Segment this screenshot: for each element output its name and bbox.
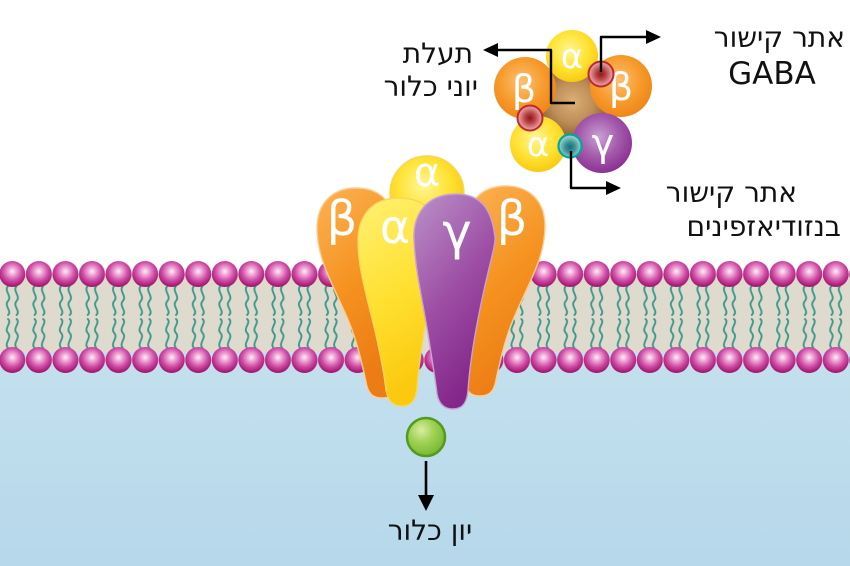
receptor-side-view: α β β α γ xyxy=(316,150,546,410)
benzo-site-arrow xyxy=(569,151,607,190)
gaba-binding-site-2 xyxy=(516,104,544,132)
annotation-labels: אתר קישור GABA תעלת יוני כלור אתר קישור … xyxy=(384,21,845,243)
gaba-site-arrowhead-icon xyxy=(646,30,661,44)
subunit-gamma-letter: γ xyxy=(442,203,472,261)
chloride-channel-label-line1: תעלת xyxy=(403,37,473,70)
benzo-site-label-line1: אתר קישור xyxy=(666,176,797,209)
chloride-ion-label: יון כלור xyxy=(388,514,473,547)
top-subunit-alpha-top xyxy=(546,30,598,82)
subunit-gamma xyxy=(413,193,496,410)
intracellular-region xyxy=(0,352,850,566)
chloride-channel-label-line2: יוני כלור xyxy=(384,70,478,103)
chloride-ion-group: יון כלור xyxy=(388,416,473,547)
top-subunit-gamma xyxy=(572,113,632,173)
subunit-beta-left-letter: β xyxy=(327,191,358,247)
gaba-site-label-line1: אתר קישור xyxy=(714,21,845,54)
subunit-beta-right-letter: β xyxy=(497,191,528,247)
ion-arrowhead-icon xyxy=(418,495,434,511)
subunit-alpha-front-letter: α xyxy=(380,200,410,254)
channel-arrow xyxy=(497,48,575,105)
gaba-site-label-line2: GABA xyxy=(728,56,816,92)
top-beta-left-letter: β xyxy=(512,67,536,111)
top-alpha-top-letter: α xyxy=(561,37,583,77)
top-gamma-letter: γ xyxy=(592,121,615,165)
benzo-site-arrowhead-icon xyxy=(606,181,621,195)
channel-arrowhead-icon xyxy=(483,43,498,57)
gaba-site-arrow xyxy=(599,35,647,72)
top-subunit-beta-left xyxy=(494,57,556,119)
benzo-site-label-line2: בנזודיאזפינים xyxy=(687,210,841,243)
chloride-ion xyxy=(405,416,447,458)
top-alpha-bottom-letter: α xyxy=(527,125,549,165)
subunit-alpha-back-letter: α xyxy=(414,150,440,196)
